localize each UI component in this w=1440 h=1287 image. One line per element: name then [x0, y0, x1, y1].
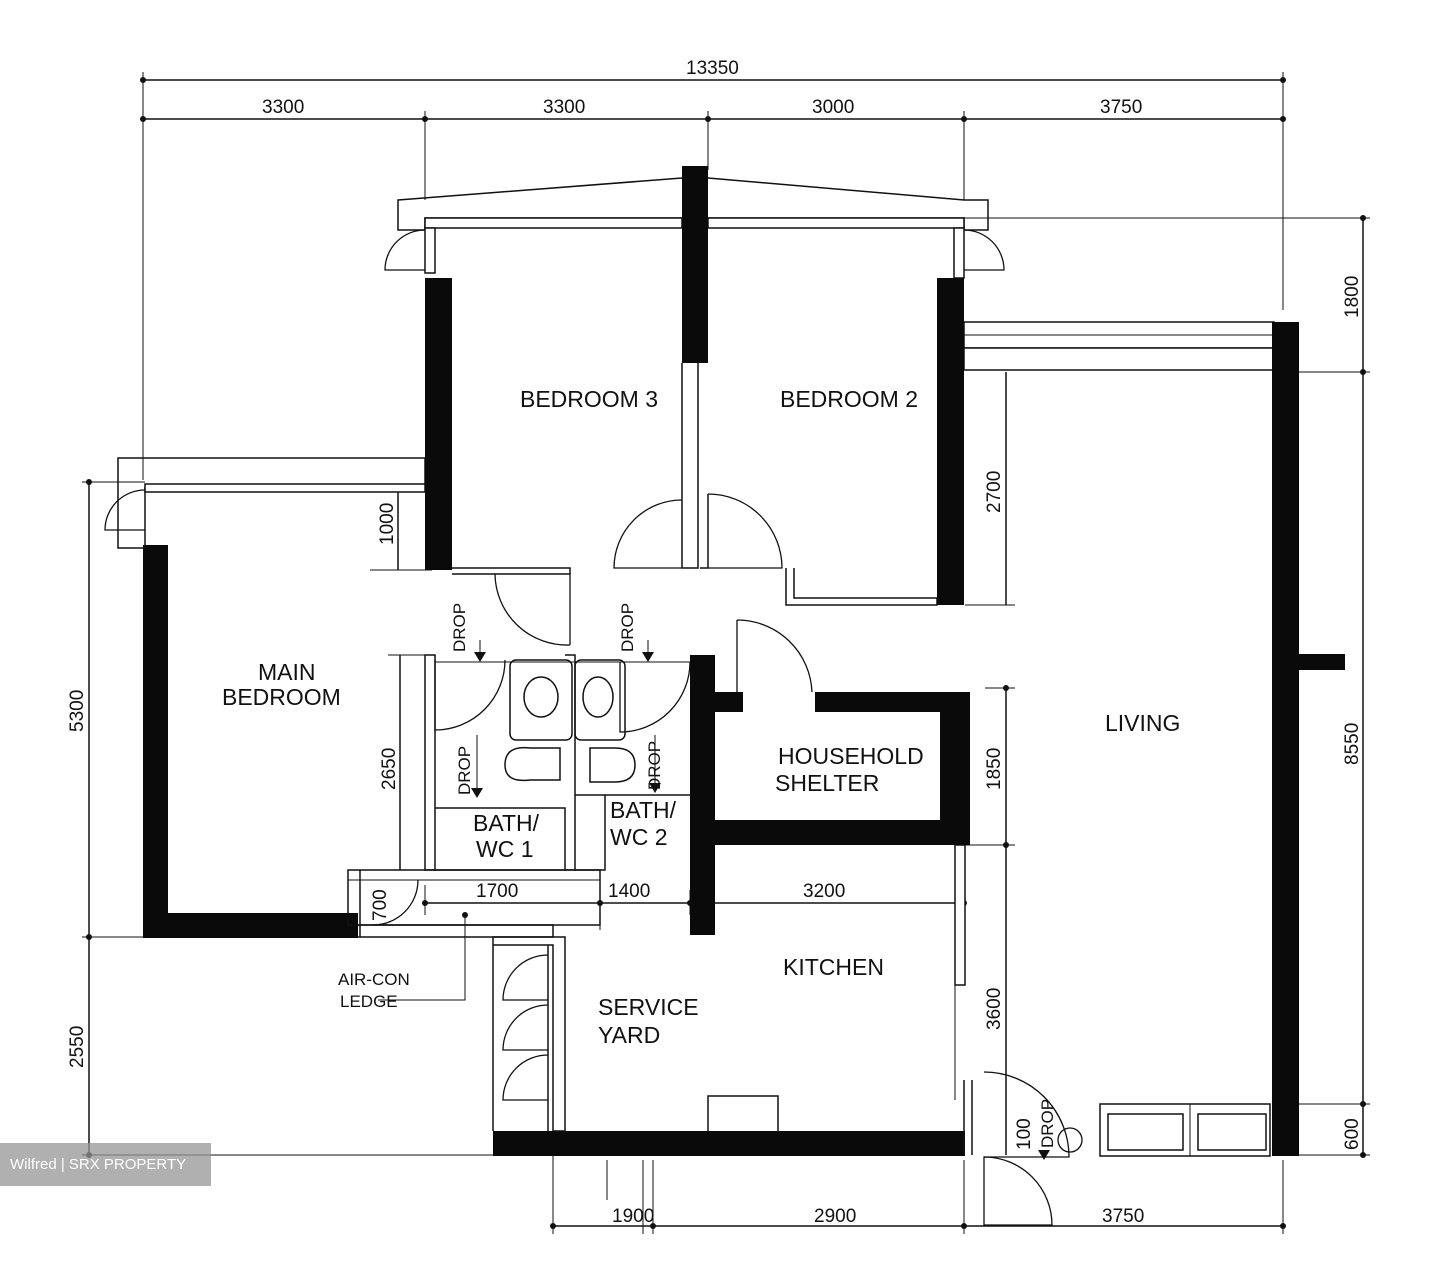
- dim-3600: 3600: [984, 988, 1005, 1030]
- aircon-ledge-label-line1: AIR-CON: [338, 970, 410, 989]
- dim-left-1000: 1000: [377, 503, 398, 545]
- master-bedroom-label-line2: BEDROOM: [222, 684, 341, 710]
- drop-label: DROP: [1038, 1099, 1057, 1148]
- watermark-badge: Wilfred | SRX PROPERTY: [0, 1143, 211, 1186]
- drop-label: DROP: [455, 746, 474, 795]
- dim-bottom-3750: 3750: [1102, 1206, 1144, 1227]
- dim-1700: 1700: [476, 881, 518, 902]
- dim-1850: 1850: [984, 748, 1005, 790]
- dim-bottom-1900: 1900: [612, 1206, 654, 1227]
- dim-left-5300: 5300: [67, 690, 88, 732]
- service-yard-label-line2: YARD: [598, 1022, 660, 1048]
- dim-100: 100: [1014, 1118, 1035, 1150]
- dim-3200: 3200: [803, 881, 845, 902]
- drop-arrows: [378, 640, 1050, 1160]
- dim-top-4: 3750: [1100, 97, 1142, 118]
- bath1-label-line2: WC 1: [476, 836, 534, 862]
- kitchen-label: KITCHEN: [783, 954, 884, 980]
- doors: [104, 229, 1083, 1226]
- dimension-labels: 13350 3300 3300 3000 3750 5300 2550 1000…: [67, 58, 1363, 1227]
- service-yard-label-line1: SERVICE: [598, 994, 699, 1020]
- dim-1400: 1400: [608, 881, 650, 902]
- dim-top-3: 3000: [812, 97, 854, 118]
- interior-partitions: [347, 363, 973, 1155]
- dim-right-8550: 8550: [1342, 723, 1363, 765]
- dimension-lines: [82, 72, 1370, 1234]
- bedroom3-label: BEDROOM 3: [520, 386, 658, 412]
- bath-fixtures: [504, 659, 636, 783]
- windows: [117, 177, 1275, 1157]
- dim-700: 700: [370, 889, 391, 921]
- dim-left-2550: 2550: [67, 1026, 88, 1068]
- bath1-label-line1: BATH/: [473, 810, 540, 836]
- aircon-ledge-label-line2: LEDGE: [340, 992, 398, 1011]
- shelter-label-line1: HOUSEHOLD: [778, 743, 924, 769]
- drop-labels: DROP DROP DROP DROP DROP: [450, 603, 1057, 1148]
- dim-right-1800: 1800: [1342, 276, 1363, 318]
- shelter-label-line2: SHELTER: [775, 770, 879, 796]
- drop-label: DROP: [645, 741, 664, 790]
- dim-2700: 2700: [984, 471, 1005, 513]
- room-labels: BEDROOM 3 BEDROOM 2 MAIN BEDROOM LIVING …: [222, 386, 1180, 1048]
- bath2-label-line1: BATH/: [610, 797, 677, 823]
- dim-right-600: 600: [1342, 1118, 1363, 1150]
- living-label: LIVING: [1105, 710, 1180, 736]
- dim-top-1: 3300: [262, 97, 304, 118]
- drop-label: DROP: [450, 603, 469, 652]
- bath2-label-line2: WC 2: [610, 824, 668, 850]
- walls: [143, 166, 1345, 1156]
- master-bedroom-label-line1: MAIN: [258, 659, 316, 685]
- dim-2650: 2650: [379, 748, 400, 790]
- dim-top-total: 13350: [686, 58, 739, 79]
- drop-label: DROP: [618, 603, 637, 652]
- dim-top-2: 3300: [543, 97, 585, 118]
- bedroom2-label: BEDROOM 2: [780, 386, 918, 412]
- dim-bottom-2900: 2900: [814, 1206, 856, 1227]
